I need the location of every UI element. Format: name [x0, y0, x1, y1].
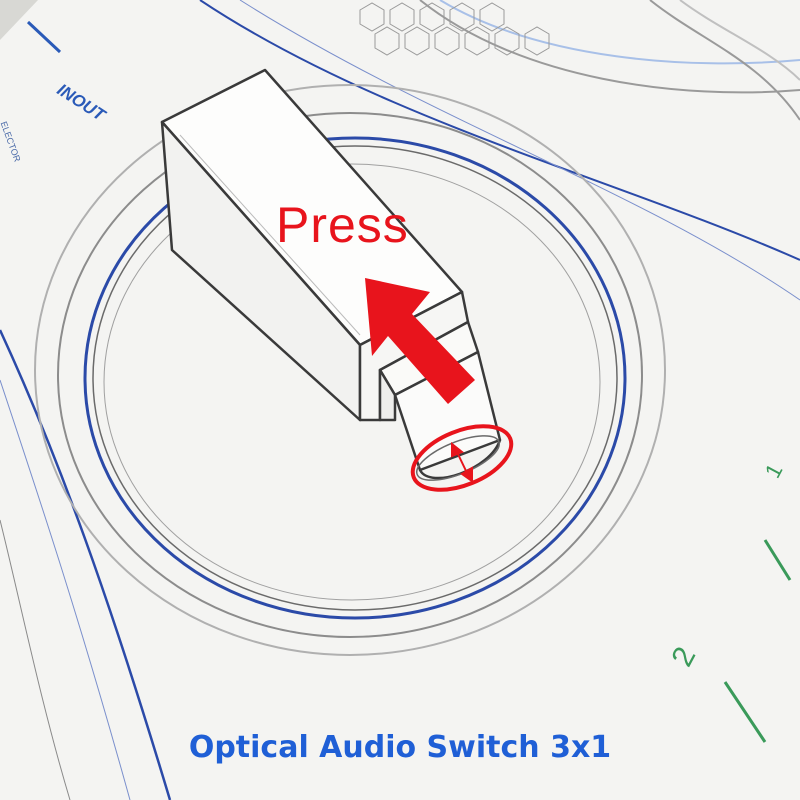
inout-marker [26, 20, 62, 54]
hex-grille [359, 2, 550, 56]
product-caption: Optical Audio Switch 3x1 [188, 730, 612, 765]
press-arrow-icon [365, 278, 475, 404]
optical-plug [160, 68, 502, 481]
press-callout: Press [276, 197, 409, 253]
tip-highlight-ellipse [410, 424, 514, 492]
selector-knob [34, 84, 666, 656]
cable-bundle [419, 0, 800, 121]
double-arrow-icon [451, 441, 473, 483]
port-markers [723, 539, 792, 743]
